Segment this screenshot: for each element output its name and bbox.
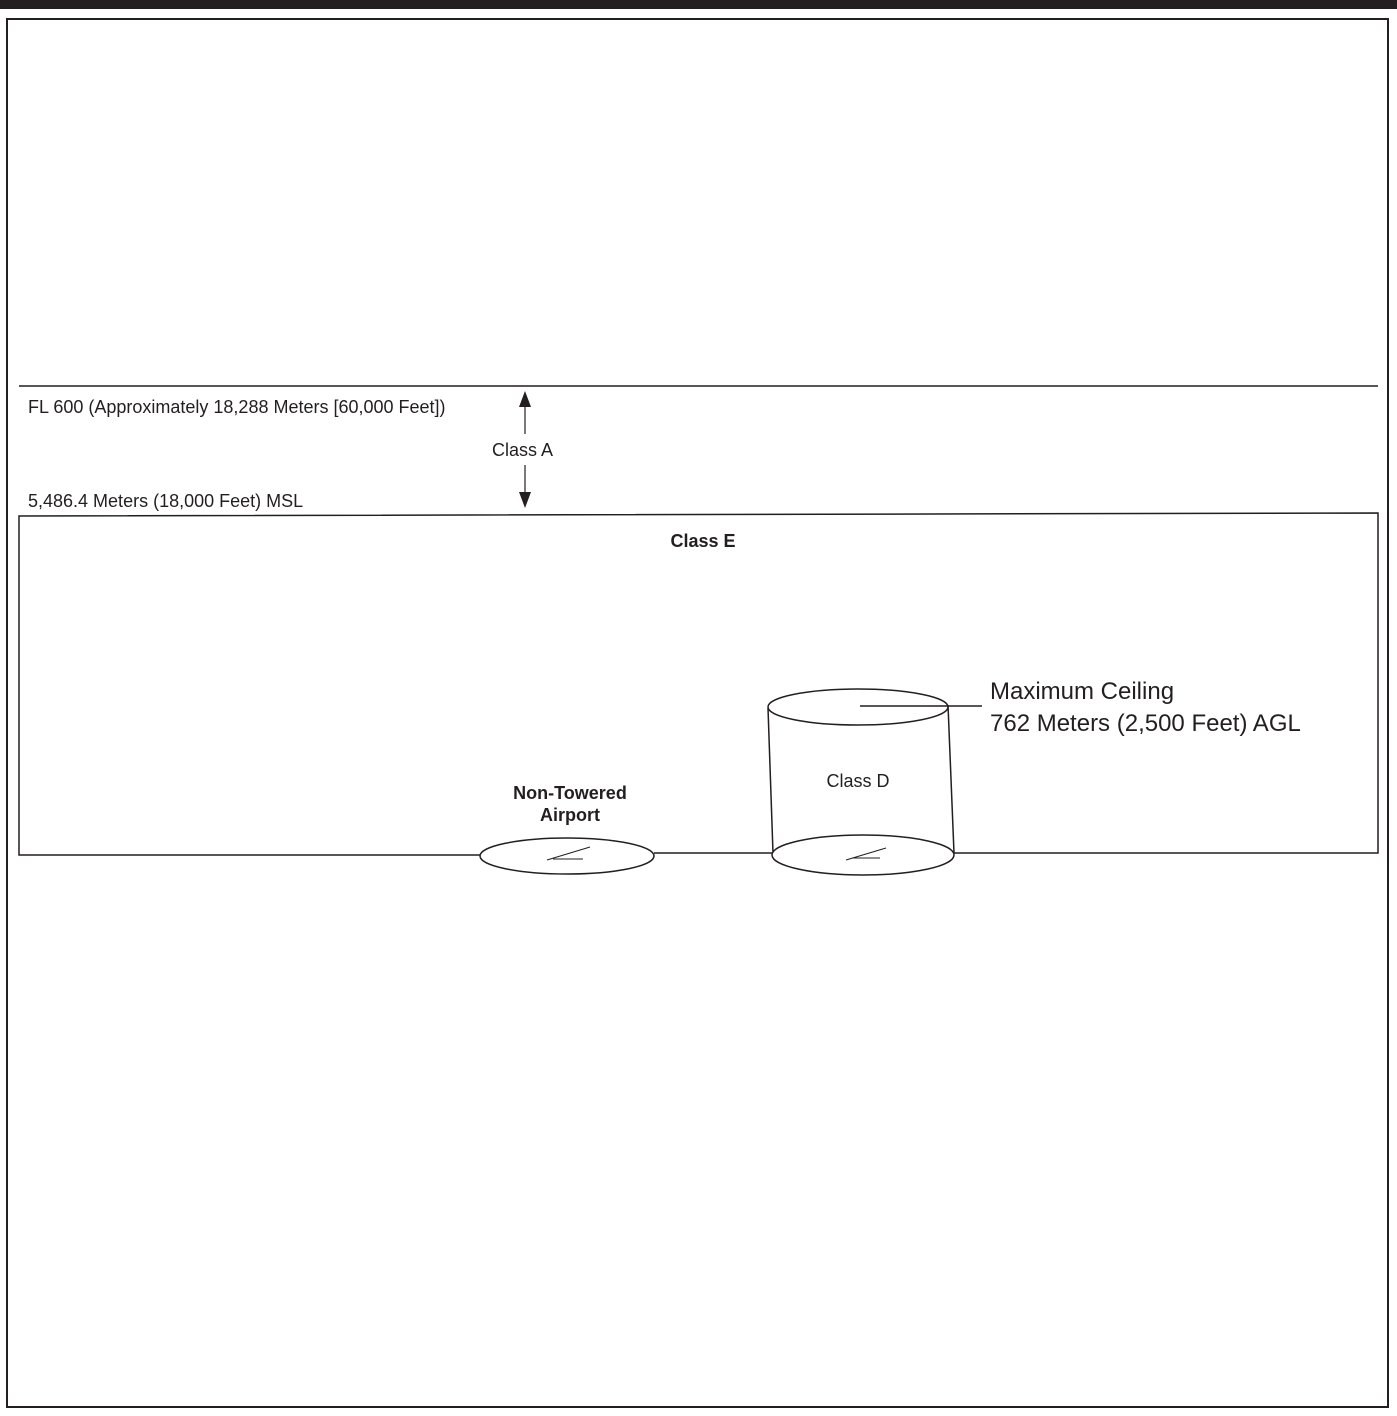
non-towered-label-line1: Non-Towered (513, 783, 627, 803)
runway-symbol-icon (845, 847, 887, 861)
non-towered-airport-ellipse (479, 837, 655, 875)
non-towered-label-line2: Airport (540, 805, 600, 825)
class-a-label: Class A (492, 440, 553, 460)
down-arrow-icon (519, 465, 531, 508)
class-d-left-wall (767, 707, 774, 854)
outer-frame (6, 18, 1389, 1408)
max-ceiling-label-line2: 762 Meters (2,500 Feet) AGL (990, 710, 1301, 737)
class-d-label: Class D (826, 771, 889, 791)
class-d-right-wall (947, 704, 955, 854)
msl-18000-label: 5,486.4 Meters (18,000 Feet) MSL (28, 491, 303, 511)
top-rule (0, 0, 1397, 9)
class-e-label: Class E (670, 531, 735, 551)
up-arrow-icon (519, 391, 531, 434)
fl600-label: FL 600 (Approximately 18,288 Meters [60,… (28, 397, 446, 417)
max-ceiling-label-line1: Maximum Ceiling (990, 678, 1174, 705)
class-d-top-ellipse (767, 688, 949, 726)
class-e-boundary (18, 512, 1379, 856)
runway-symbol-icon (546, 846, 591, 861)
